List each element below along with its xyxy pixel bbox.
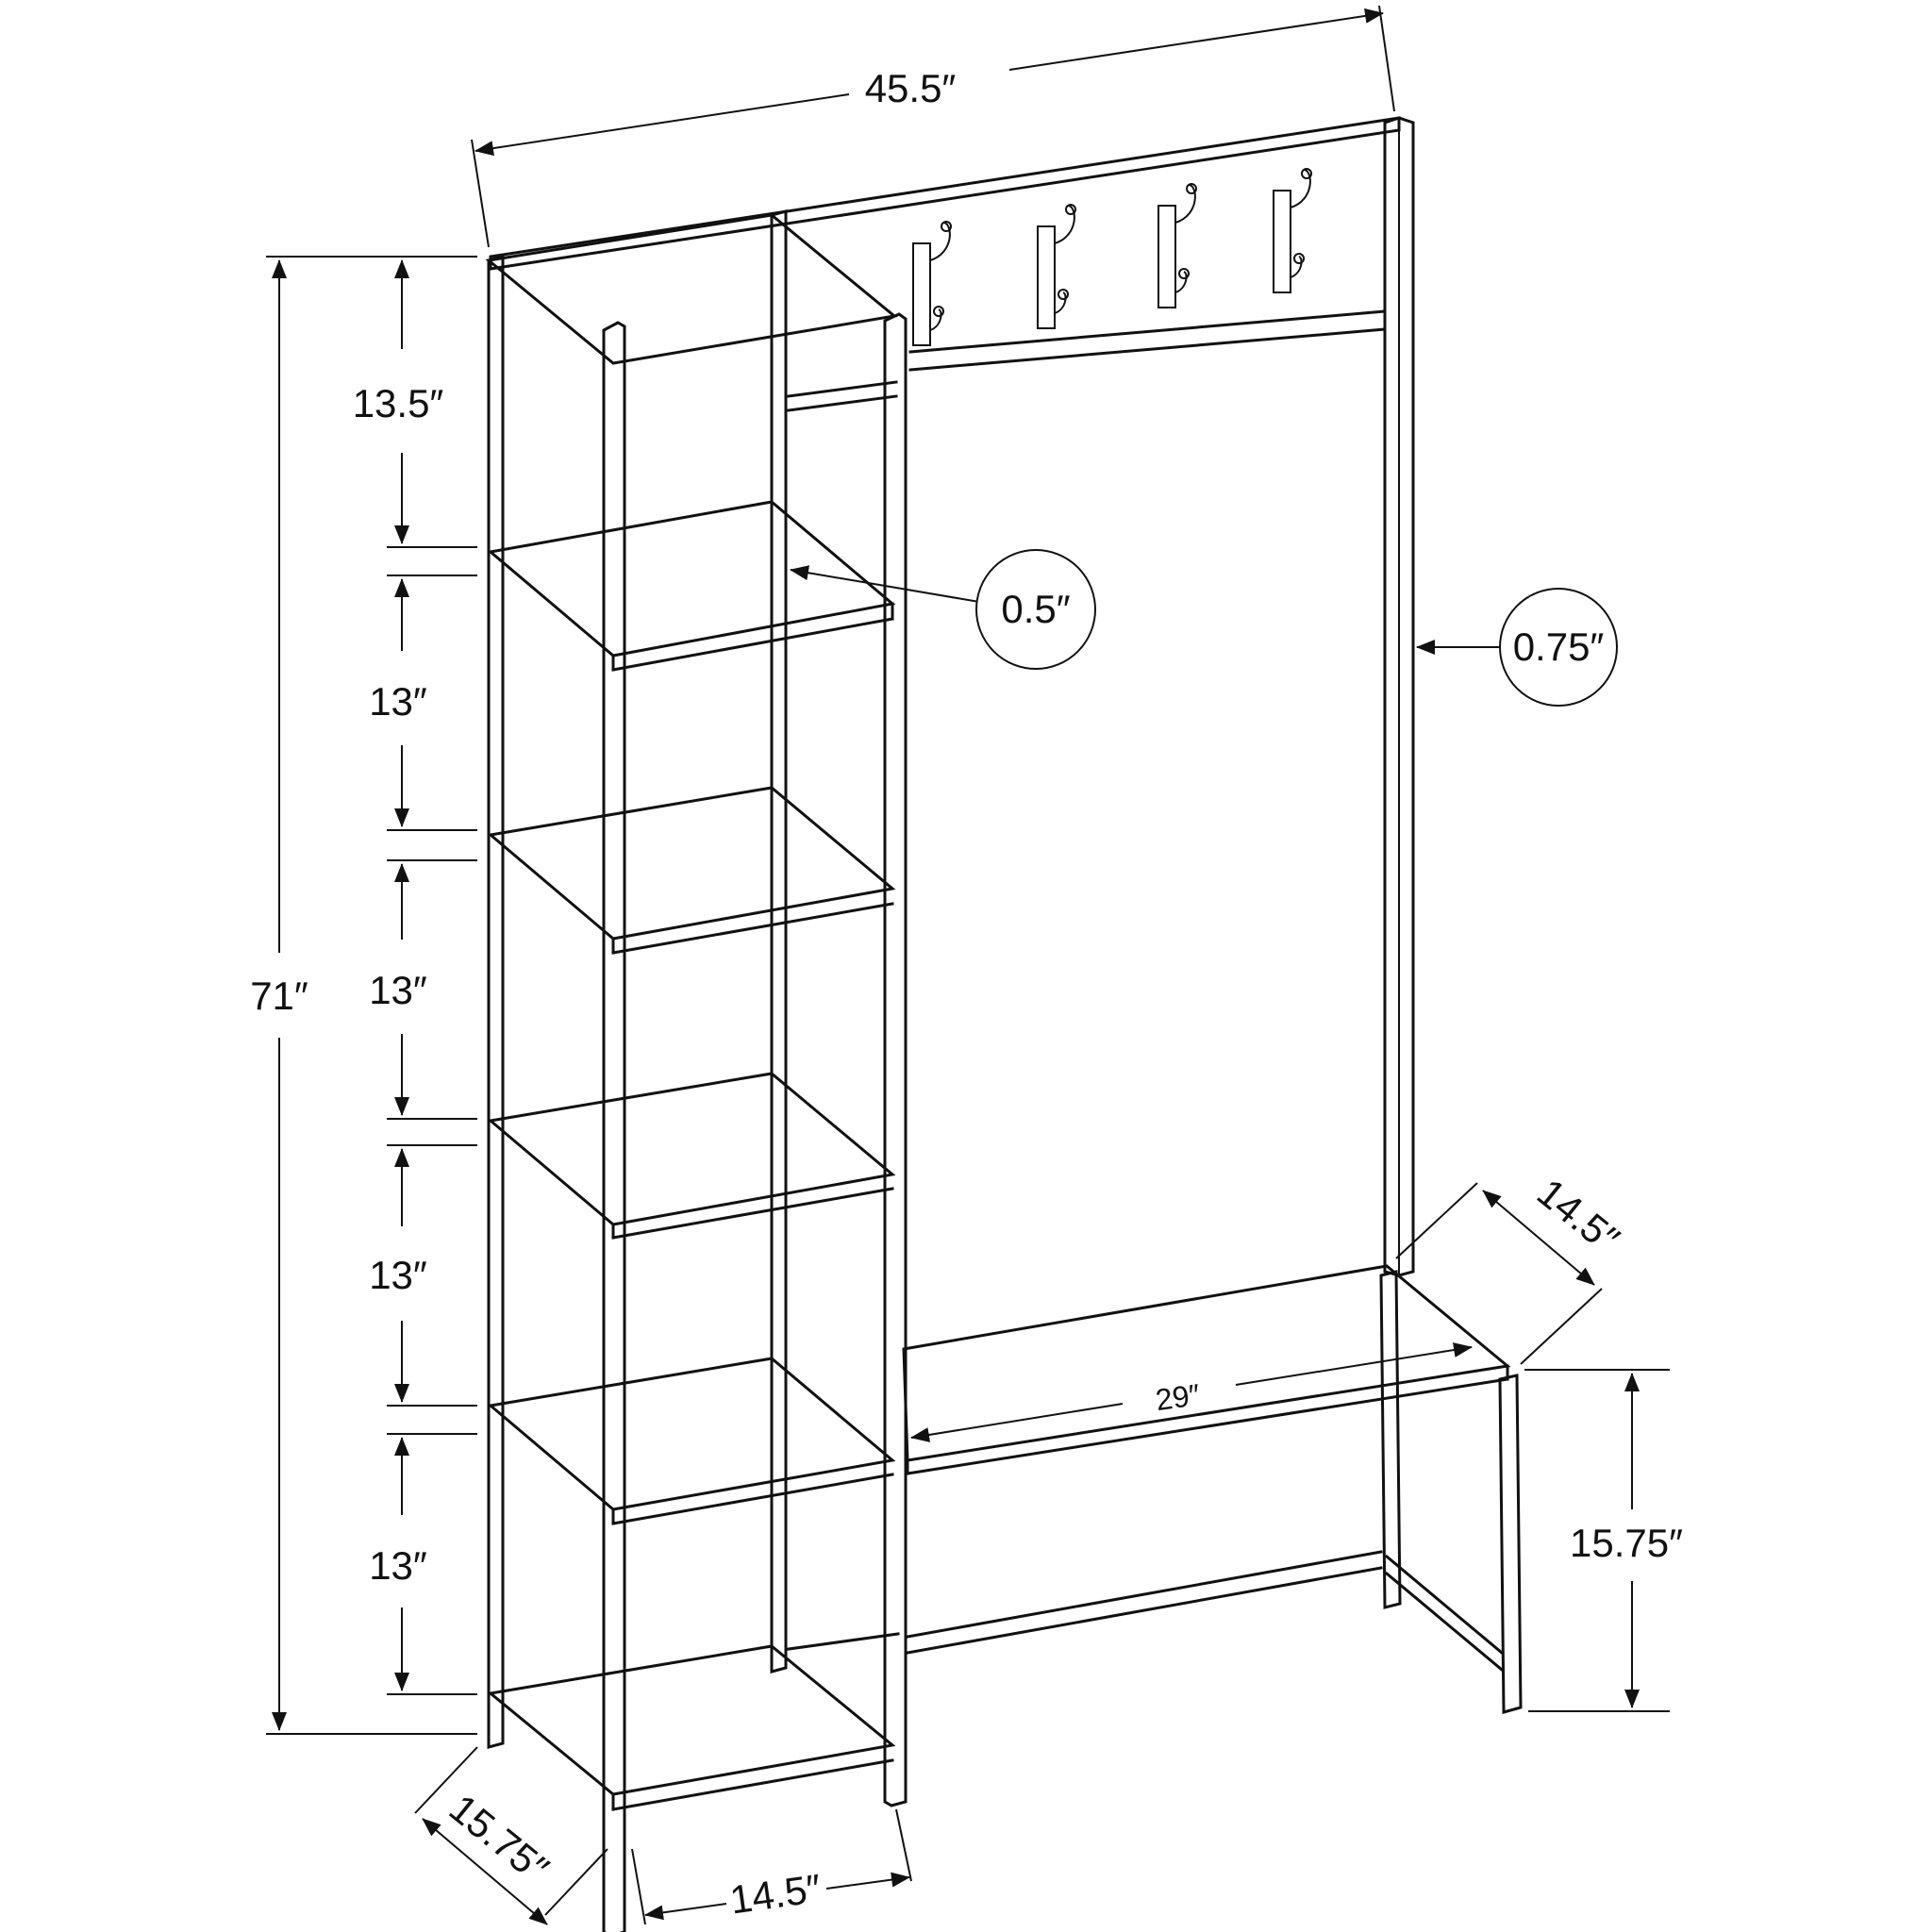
overall-height-label: 71″ — [250, 974, 308, 1018]
shelf-2 — [487, 786, 896, 941]
overall-width-dimension: 45.5″ — [471, 5, 1395, 248]
back-top-rail — [787, 380, 898, 398]
right-back-post — [1383, 116, 1415, 1277]
dimension-annotations: 45.5″ 71″ 13.5″ — [250, 5, 1683, 1925]
bench-depth-label: 14.5″ — [1529, 1170, 1628, 1261]
shelf-gap-4-label: 13″ — [369, 1253, 427, 1297]
tower-rear-post-right — [770, 209, 788, 1674]
top-rail — [489, 116, 1401, 271]
coat-hook-icon — [1273, 168, 1312, 293]
tower-rear-post-left — [487, 255, 505, 1749]
overall-height-dimension: 71″ — [250, 256, 477, 1735]
tower-shelves — [487, 500, 896, 1811]
shelf-4 — [487, 1357, 896, 1511]
tower-front-post-right — [883, 312, 908, 1807]
bench-front-leg — [1498, 1374, 1523, 1714]
shelf-thickness-callout: 0.5″ — [790, 549, 1096, 670]
shelf-gap-2-label: 13″ — [369, 679, 427, 724]
tower-front-post-left — [602, 321, 626, 1932]
overall-width-label: 45.5″ — [865, 66, 957, 110]
bench-depth-dimension: 14.5″ — [1395, 1170, 1628, 1365]
tower-depth-dimension: 15.75″ — [414, 1746, 608, 1925]
bench-height-label: 15.75″ — [1570, 1521, 1683, 1565]
shelf-1 — [487, 500, 896, 658]
tower-depth-label: 15.75″ — [441, 1786, 558, 1891]
tower-width-label: 14.5″ — [727, 1866, 824, 1923]
shelf-gap-dimensions: 13.5″ 13″ 13″ 13″ 13″ — [353, 259, 477, 1695]
coat-hook-icon — [1037, 204, 1076, 329]
shelf-thickness-label: 0.5″ — [1001, 587, 1070, 631]
shelf-gap-3-label: 13″ — [369, 968, 427, 1012]
frame-thickness-callout: 0.75″ — [1416, 588, 1618, 707]
shelf-gap-5-label: 13″ — [369, 1543, 427, 1588]
bench-rear-leg — [1379, 1270, 1402, 1609]
back-top-rail-edge — [787, 394, 898, 412]
bench-top — [902, 1264, 1511, 1462]
bench-width-dimension: 29″ — [910, 1342, 1473, 1442]
bench-height-dimension: 15.75″ — [1524, 1369, 1683, 1712]
coat-hook-icon — [1158, 183, 1197, 308]
coat-hooks — [912, 168, 1312, 346]
shelf-3 — [487, 1072, 896, 1226]
bench-width-label: 29″ — [1154, 1377, 1202, 1417]
tower-width-dimension: 14.5″ — [631, 1808, 912, 1925]
bench — [787, 1264, 1523, 1714]
hook-board — [908, 309, 1387, 372]
frame-thickness-label: 0.75″ — [1513, 625, 1605, 669]
shelf-5 — [487, 1644, 896, 1796]
coat-hook-icon — [912, 221, 952, 346]
shelf-gap-top-label: 13.5″ — [353, 381, 444, 425]
furniture-drawing — [485, 116, 1523, 1932]
